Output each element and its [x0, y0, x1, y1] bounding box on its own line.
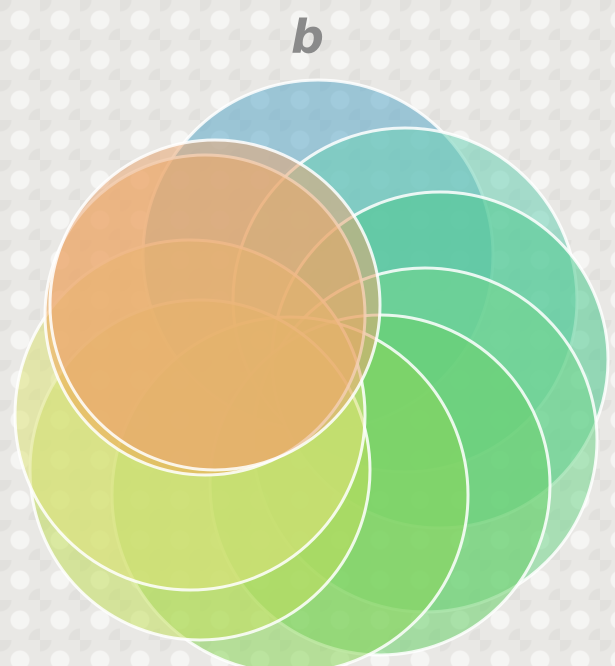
circles-layer — [15, 80, 608, 666]
circle-peach-orange — [50, 140, 380, 470]
